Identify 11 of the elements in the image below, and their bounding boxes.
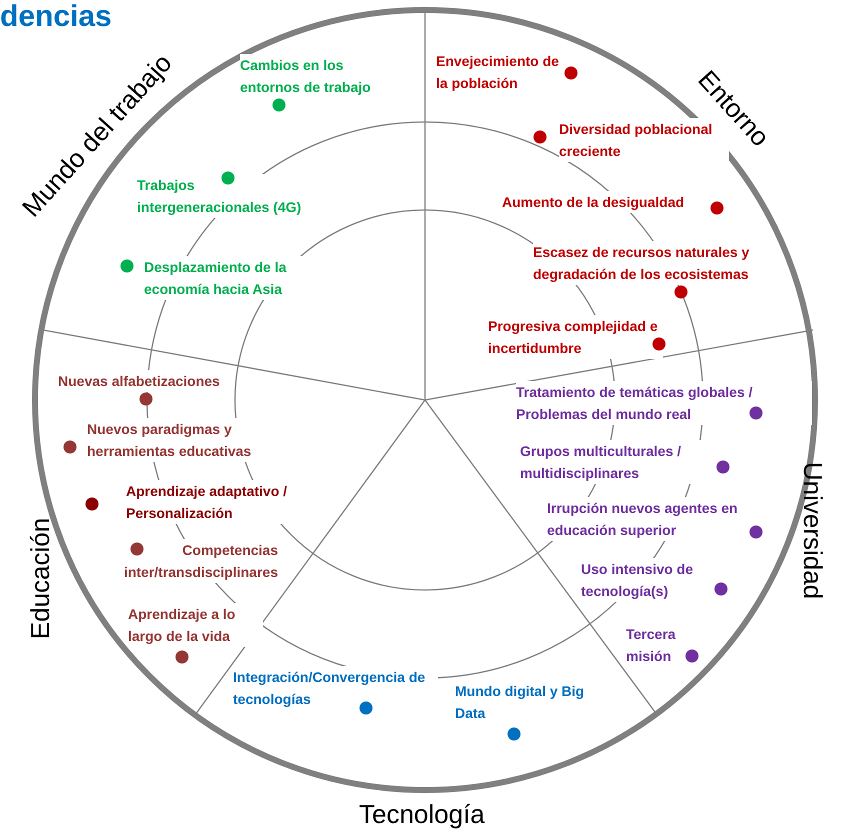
trend-label: Nuevas alfabetizaciones [58,370,220,392]
sector-label: Universidad [796,461,828,599]
trend-label: Tratamiento de temáticas globales / Problemas del mundo real [516,381,812,425]
trend-label: Aprendizaje a lo largo de la vida [128,603,263,647]
trend-label: Integración/Convergencia de tecnologías [233,666,438,710]
trend-label: Escasez de recursos naturales y degradación de los ecosistemas [533,241,778,285]
trend-label: Progresiva complejidad e incertidumbre [488,315,663,359]
trend-label: Aumento de la desigualdad [502,191,684,213]
sector-label: Tecnología [359,798,485,830]
page-title: dencias [0,0,112,34]
sector-label: Educación [24,517,56,639]
